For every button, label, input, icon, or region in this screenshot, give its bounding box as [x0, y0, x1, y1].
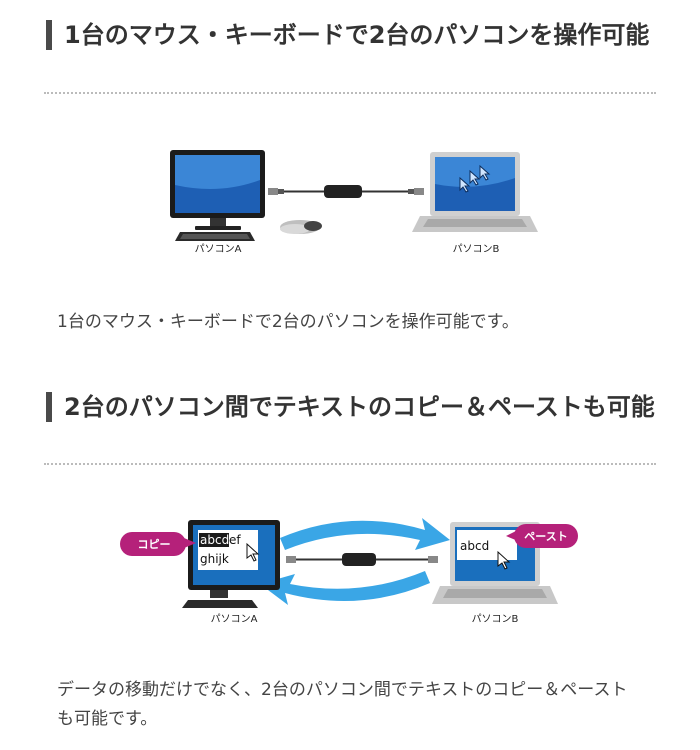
- cursor-icon: [497, 550, 511, 570]
- screen-a-line2-text: ghijk: [200, 552, 229, 566]
- screen-b-text: abcd: [460, 539, 489, 553]
- mouse-icon: [280, 220, 322, 234]
- section1-heading: 1台のマウス・キーボードで2台のパソコンを操作可能: [46, 20, 656, 50]
- section2-figure: abcd ef ghijk コピー abcd: [120, 518, 578, 625]
- usb-link-cable-icon: [268, 185, 424, 198]
- laptop-icon: [412, 152, 538, 232]
- paste-badge: ペースト: [506, 524, 578, 548]
- screen-a-rest-text: ef: [229, 533, 241, 547]
- arrow-left-icon: [260, 571, 430, 605]
- keyboard-icon: [175, 232, 255, 241]
- copy-badge-label: コピー: [138, 538, 171, 551]
- section2-heading: 2台のパソコン間でテキストのコピー＆ペーストも可能: [46, 392, 656, 422]
- usb-link-cable-icon: [286, 553, 438, 566]
- screen-a-text-box: abcd ef ghijk: [198, 530, 258, 570]
- cursor-icon: [246, 542, 260, 562]
- pc-b-label: パソコンB: [453, 243, 500, 255]
- pc-b-label: パソコンB: [472, 613, 519, 625]
- section1-divider: [44, 92, 656, 94]
- section2-divider: [44, 463, 656, 465]
- section1-description: 1台のマウス・キーボードで2台のパソコンを操作可能です。: [57, 312, 519, 332]
- desktop-monitor-icon: [170, 150, 265, 230]
- copy-badge: コピー: [120, 532, 196, 556]
- section2-description: データの移動だけでなく、2台のパソコン間でテキストのコピー＆ペーストも可能です。: [57, 680, 628, 729]
- section1-figure: パソコンA パソコンB: [170, 150, 538, 255]
- pc-a-label: パソコンA: [195, 243, 242, 255]
- paste-badge-label: ペースト: [524, 530, 567, 543]
- pc-a-label: パソコンA: [211, 613, 258, 625]
- arrow-right-icon: [280, 518, 450, 550]
- screen-a-selected-text: abcd: [200, 533, 229, 547]
- cursor-icons: [459, 164, 491, 193]
